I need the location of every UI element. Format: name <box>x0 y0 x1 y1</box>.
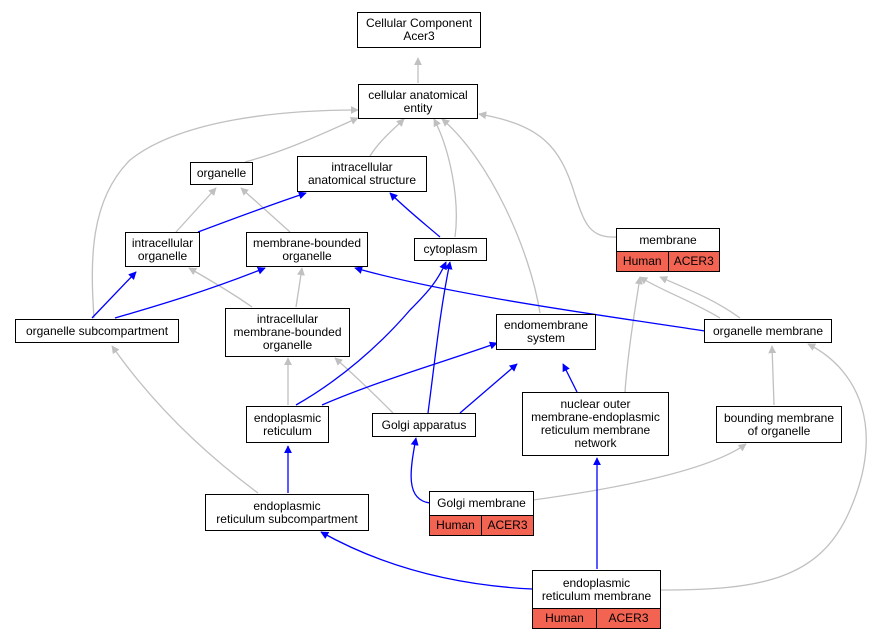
edge-orgmem-to-mbo <box>354 266 706 332</box>
node-bounding-membrane-of-organelle[interactable]: bounding membrane of organelle <box>716 406 842 443</box>
edge-cyto-to-ias <box>389 192 441 238</box>
edge-endomem-to-cae <box>441 118 541 314</box>
node-golgi-apparatus[interactable]: Golgi apparatus <box>372 413 476 437</box>
node-endoplasmic-reticulum[interactable]: endoplasmic reticulum <box>246 406 329 443</box>
node-label: cellular anatomical <box>368 87 468 102</box>
node-label: endoplasmic <box>253 498 321 513</box>
node-golgi-membrane[interactable]: Golgi membrane Human ACER3 <box>429 491 534 536</box>
edge-orgsub-to-io <box>91 271 137 319</box>
edge-orgsub-to-mbo <box>114 266 266 319</box>
edge-imbo-to-mbo <box>295 267 305 308</box>
edge-golgi-to-endomem <box>459 363 518 414</box>
node-label: Acer3 <box>403 29 435 43</box>
node-membrane[interactable]: membrane Human ACER3 <box>616 228 720 272</box>
annotation-tags: Human ACER3 <box>430 515 533 535</box>
edge-golgi-to-cyto <box>427 261 453 414</box>
node-label: endoplasmic <box>253 410 322 425</box>
node-label: organelle membrane <box>712 323 824 338</box>
edge-ermem-to-orgmem <box>660 343 867 591</box>
node-er-membrane[interactable]: endoplasmic reticulum membrane Human ACE… <box>532 570 661 629</box>
node-label: reticulum subcompartment <box>216 511 358 526</box>
node-label: endoplasmic reticulum membrane <box>533 571 660 608</box>
node-organelle-subcompartment[interactable]: organelle subcompartment <box>15 319 179 343</box>
node-label: organelle <box>282 248 332 263</box>
node-intracellular-anatomical-structure[interactable]: intracellular anatomical structure <box>297 156 427 192</box>
node-organelle-membrane[interactable]: organelle membrane <box>704 319 832 343</box>
node-label: system <box>526 331 565 345</box>
node-endomembrane-system[interactable]: endomembrane system <box>496 314 596 350</box>
node-label: of organelle <box>747 423 811 438</box>
node-label: Cellular Component <box>365 16 473 30</box>
node-label: membrane <box>639 232 697 247</box>
node-label: anatomical structure <box>307 173 417 187</box>
node-cellular-anatomical-entity[interactable]: cellular anatomical entity <box>358 84 478 119</box>
part-of-edges <box>91 191 706 590</box>
node-label: bounding membrane <box>723 410 835 425</box>
edge-io-to-ias <box>197 191 307 233</box>
node-label-line: endoplasmic <box>562 575 631 590</box>
node-label: Golgi apparatus <box>381 417 467 432</box>
edge-golgimem-to-golgi <box>410 437 431 504</box>
edge-mbo-to-org <box>240 187 291 233</box>
gene-tag[interactable]: ACER3 <box>481 516 533 535</box>
edge-orgmem-to-membrane <box>639 276 721 319</box>
node-er-subcompartment[interactable]: endoplasmic reticulum subcompartment <box>205 494 369 531</box>
species-tag[interactable]: Human <box>622 254 662 268</box>
node-nuclear-outer-membrane-er-network[interactable]: nuclear outer membrane-endoplasmic retic… <box>522 392 669 456</box>
node-label: membrane-endoplasmic <box>531 410 660 424</box>
node-intracellular-membrane-bounded-organelle[interactable]: intracellular membrane-bounded organelle <box>225 308 350 357</box>
edge-org-to-cae <box>244 117 359 163</box>
edge-cyto-to-cae <box>433 118 457 238</box>
edge-orgmem-to-membrane-2 <box>659 276 741 319</box>
edge-er-to-cyto <box>295 261 447 406</box>
node-label: organelle subcompartment <box>25 323 169 338</box>
node-organelle[interactable]: organelle <box>190 162 253 185</box>
node-label: nuclear outer <box>560 397 631 411</box>
edge-golgimem-to-bmo <box>532 443 747 501</box>
edge-nuc-to-membrane <box>624 276 643 393</box>
edge-ias-to-cae <box>369 118 405 157</box>
node-label: membrane-bounded <box>252 235 362 250</box>
node-label: organelle <box>196 166 247 180</box>
node-label: intracellular <box>331 160 393 174</box>
species-tag[interactable]: Human <box>436 518 475 532</box>
edge-membrane-to-cae <box>478 111 618 238</box>
edge-bmo-to-orgmem <box>768 345 777 406</box>
annotation-tags: Human ACER3 <box>617 251 719 271</box>
edge-er-to-endomem <box>321 341 498 406</box>
node-cellular-component[interactable]: Cellular Component Acer3 <box>357 12 481 48</box>
node-label: intracellular <box>256 312 319 326</box>
annotation-tags: Human ACER3 <box>533 608 660 628</box>
edge-golgi-to-imbo <box>334 357 394 414</box>
node-label: organelle <box>137 248 188 263</box>
node-label: cytoplasm <box>423 242 478 256</box>
edge-ersub-to-orgsub <box>111 345 259 494</box>
node-label: membrane-bounded <box>233 325 342 339</box>
species-tag[interactable]: Human <box>545 611 584 625</box>
node-cytoplasm[interactable]: cytoplasm <box>414 238 487 261</box>
gene-tag[interactable]: ACER3 <box>667 252 720 271</box>
node-membrane-bounded-organelle[interactable]: membrane-bounded organelle <box>246 232 368 267</box>
edge-io-to-org <box>175 187 217 233</box>
node-label: reticulum <box>263 423 312 438</box>
node-label-line: reticulum membrane <box>541 588 652 603</box>
node-label: organelle <box>262 338 313 352</box>
node-label: reticulum membrane <box>540 423 651 437</box>
edge-nuc-to-endomem <box>562 363 578 393</box>
node-intracellular-organelle[interactable]: intracellular organelle <box>125 232 200 267</box>
node-label: entity <box>403 100 433 115</box>
node-label: endomembrane <box>503 318 589 332</box>
edge-orgsub-to-cae <box>91 106 359 319</box>
node-label: Golgi membrane <box>437 496 526 510</box>
is-a-edges <box>91 57 867 591</box>
edge-imbo-to-io <box>188 267 253 308</box>
node-label: intracellular <box>131 235 194 250</box>
node-label: network <box>574 436 617 450</box>
gene-tag[interactable]: ACER3 <box>596 609 660 628</box>
edge-ermem-to-ersub <box>320 531 533 590</box>
